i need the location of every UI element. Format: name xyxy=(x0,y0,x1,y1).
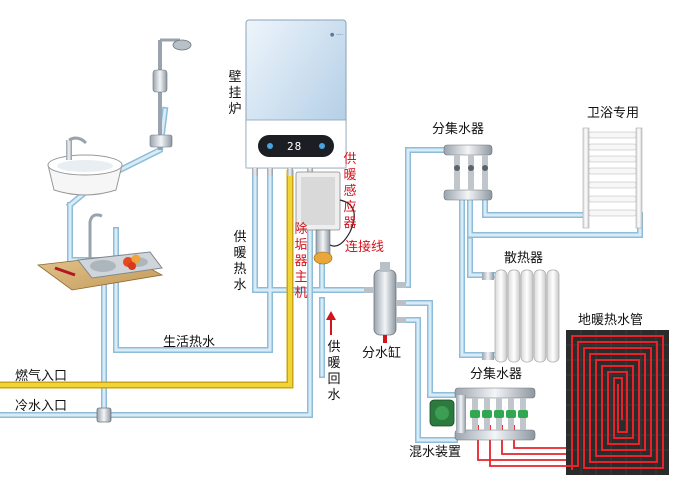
label-boiler: 壁挂炉 xyxy=(228,70,242,117)
washbasin xyxy=(47,136,123,196)
floor-heating-panel xyxy=(566,330,669,475)
label-cold-water-inlet: 冷水入口 xyxy=(15,399,68,414)
wall-boiler: ● ---- xyxy=(245,19,347,176)
cold-water-valve xyxy=(96,407,112,423)
label-water-tank: 分水缸 xyxy=(362,346,402,361)
label-descaler-host: 除垢器主机 xyxy=(294,222,308,301)
label-floor-heating-pipe: 地暖热水管 xyxy=(578,313,644,328)
label-domestic-hot-water: 生活热水 xyxy=(163,335,216,350)
mixing-device-unit xyxy=(429,395,466,433)
return-arrow xyxy=(326,311,336,335)
boiler-display: 28 xyxy=(287,140,303,153)
label-manifold-bottom: 分集水器 xyxy=(470,367,523,382)
label-bathroom-only: 卫浴专用 xyxy=(587,106,640,121)
label-mixing-device: 混水装置 xyxy=(409,445,462,460)
label-manifold-top: 分集水器 xyxy=(432,122,485,137)
bottom-manifold xyxy=(454,387,536,441)
label-gas-inlet: 燃气入口 xyxy=(15,369,68,384)
descaler-unit xyxy=(295,171,355,265)
label-heating-return: 供暖回水 xyxy=(327,340,341,403)
gas-pipe xyxy=(0,170,294,389)
bathroom-towel-radiator xyxy=(582,127,643,229)
kitchen-sink xyxy=(36,213,164,291)
label-connecting-wire: 连接线 xyxy=(345,240,385,255)
label-heating-sensor: 供暖感应器 xyxy=(343,152,357,231)
label-radiator: 散热器 xyxy=(504,251,544,266)
label-heating-supply: 供暖热水 xyxy=(233,230,247,293)
water-distribution-tank xyxy=(364,262,406,343)
top-manifold xyxy=(443,144,493,201)
radiator xyxy=(482,269,560,363)
svg-text:● ----: ● ---- xyxy=(330,32,343,38)
shower-fixture xyxy=(149,38,192,150)
